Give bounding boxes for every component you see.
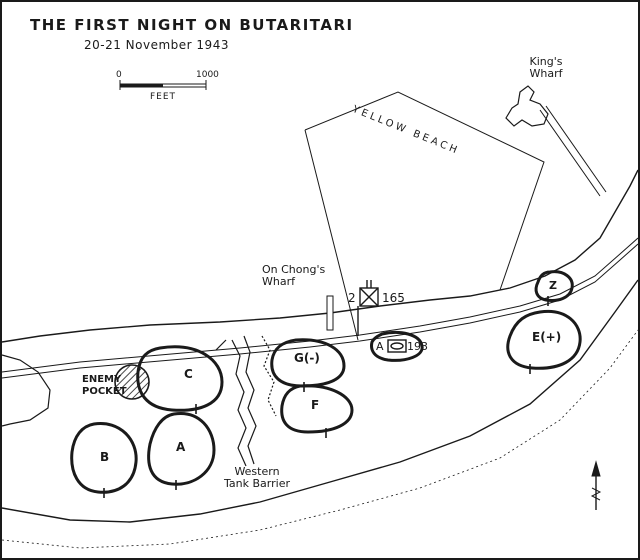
unit-e-label: E(+) bbox=[532, 330, 562, 344]
ocean-shoreline bbox=[1, 279, 639, 523]
map-date: 20-21 November 1943 bbox=[84, 38, 229, 52]
enemy-pocket-label: ENEMY POCKET bbox=[82, 374, 127, 397]
kings-wharf-label: King's Wharf bbox=[529, 55, 563, 80]
western-tank-barrier bbox=[215, 335, 277, 467]
unit-f-label: F bbox=[311, 398, 320, 412]
scale-min-label: 0 bbox=[116, 70, 122, 80]
tank-battalion-label: 193 bbox=[407, 340, 428, 353]
lagoon-shoreline bbox=[1, 169, 639, 343]
tank-unit-perimeter bbox=[370, 331, 424, 362]
scale-max-label: 1000 bbox=[196, 70, 219, 80]
western-tank-barrier-label: Western Tank Barrier bbox=[224, 465, 290, 490]
unit-z-label: Z bbox=[549, 279, 557, 292]
on-chongs-wharf bbox=[326, 295, 334, 331]
unit-e-perimeter bbox=[506, 309, 582, 370]
scale-bar bbox=[119, 80, 207, 90]
hq-regiment-label: 165 bbox=[382, 291, 405, 305]
main-road-edge bbox=[1, 243, 639, 379]
scale-unit-label: FEET bbox=[150, 92, 177, 102]
unit-f-perimeter bbox=[280, 384, 354, 434]
north-arrow-icon bbox=[590, 460, 602, 510]
unit-g-label: G(-) bbox=[294, 351, 320, 365]
tank-company-label: A bbox=[376, 340, 384, 353]
hq-symbol-icon bbox=[357, 280, 379, 336]
unit-b-perimeter bbox=[70, 422, 138, 494]
kings-wharf bbox=[505, 85, 549, 127]
main-road bbox=[1, 237, 639, 373]
hq-number-label: 2 bbox=[348, 291, 356, 305]
map-title: THE FIRST NIGHT ON BUTARITARI bbox=[30, 16, 354, 34]
unit-a-label: A bbox=[176, 440, 186, 454]
unit-z-perimeter bbox=[534, 270, 574, 302]
perimeter-ticks bbox=[103, 296, 549, 498]
unit-c-perimeter bbox=[136, 345, 224, 412]
tank-symbol-icon bbox=[387, 339, 407, 353]
western-inlet bbox=[1, 354, 51, 427]
on-chongs-wharf-label: On Chong's Wharf bbox=[262, 263, 326, 288]
reef-line bbox=[1, 329, 639, 549]
unit-a-perimeter bbox=[147, 412, 216, 486]
kings-wharf-causeway bbox=[539, 105, 607, 197]
yellow-beach-zone bbox=[304, 91, 545, 341]
enemy-pocket-area bbox=[114, 364, 150, 400]
unit-b-label: B bbox=[100, 450, 110, 464]
unit-c-label: C bbox=[184, 367, 193, 381]
